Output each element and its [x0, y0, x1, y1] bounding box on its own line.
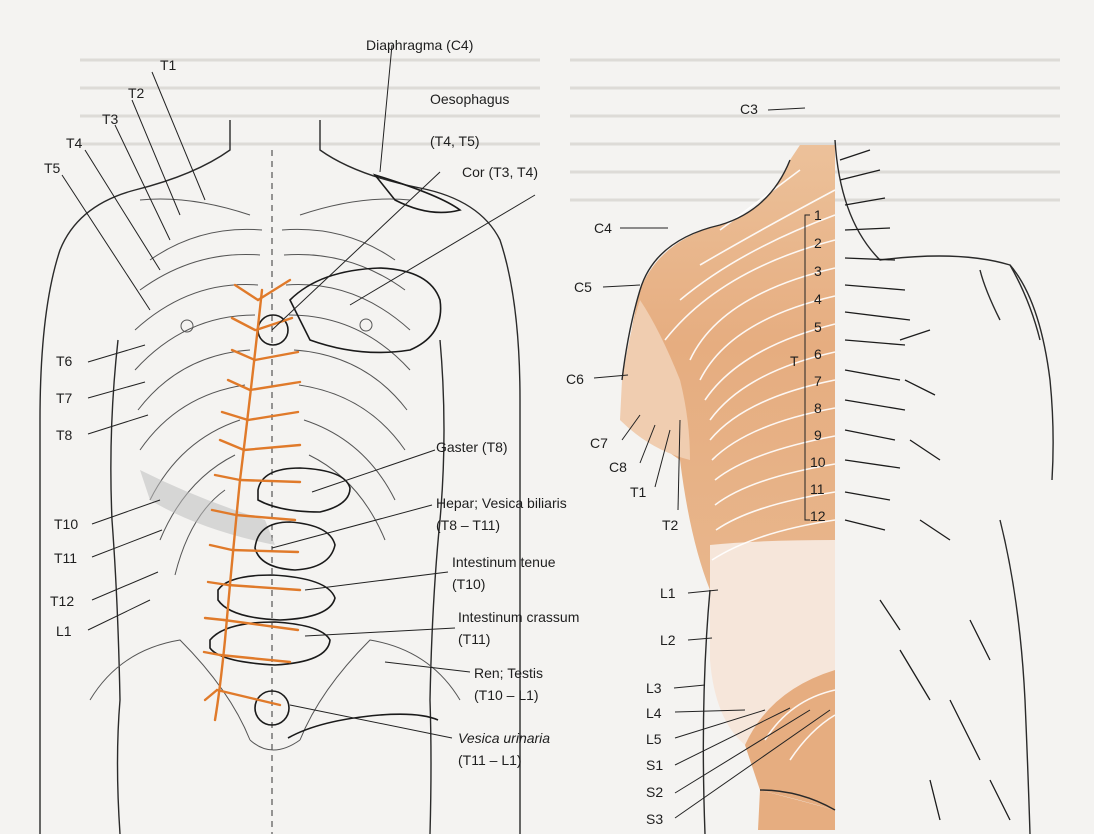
label-l4-back: L4	[646, 705, 662, 721]
thoracic-number: 7	[814, 373, 822, 389]
back-nerve-strokes	[840, 150, 1010, 820]
thoracic-number: 3	[814, 263, 822, 279]
label-ren: Ren; Testis	[474, 665, 543, 681]
label-c5: C5	[574, 279, 592, 295]
label-c6: C6	[566, 371, 584, 387]
label-l3-back: L3	[646, 680, 662, 696]
label-diaphragma: Diaphragma (C4)	[366, 37, 473, 53]
thoracic-number: 4	[814, 291, 822, 307]
background-page-text	[80, 60, 1060, 200]
label-s3-back: S3	[646, 811, 663, 827]
label-l1-back: L1	[660, 585, 676, 601]
thoracic-number: 6	[814, 346, 822, 362]
thoracic-number: 2	[814, 235, 822, 251]
heart-zone	[290, 268, 441, 352]
label-hepar-seg: (T8 – T11)	[436, 517, 500, 533]
label-t11: T11	[54, 550, 77, 566]
label-t-brace: T	[790, 353, 799, 369]
label-l1: L1	[56, 623, 72, 639]
label-t6: T6	[56, 353, 73, 369]
label-c7: C7	[590, 435, 608, 451]
large-intestine-zone	[210, 622, 330, 665]
label-t1-back: T1	[630, 484, 647, 500]
label-int-tenue-seg: (T10)	[452, 576, 485, 592]
visceral-nerves	[204, 280, 300, 720]
thoracic-number: 9	[814, 427, 822, 443]
thoracic-number: 11	[810, 481, 825, 497]
label-int-crassum: Intestinum crassum	[458, 609, 579, 625]
thoracic-number: 10	[810, 454, 826, 470]
label-t1: T1	[160, 57, 177, 73]
label-s2-back: S2	[646, 784, 663, 800]
label-l5-back: L5	[646, 731, 662, 747]
label-t10: T10	[54, 516, 78, 532]
thoracic-number: 8	[814, 400, 822, 416]
label-cor: Cor (T3, T4)	[462, 164, 538, 180]
label-oesophagus-seg: (T4, T5)	[430, 133, 480, 149]
label-t2-back: T2	[662, 517, 679, 533]
label-hepar: Hepar; Vesica biliaris	[436, 495, 567, 511]
label-gaster: Gaster (T8)	[436, 439, 508, 455]
label-c3: C3	[740, 101, 758, 117]
front-torso	[40, 120, 520, 834]
label-vesica: Vesica urinaria	[458, 730, 550, 746]
organs	[210, 175, 460, 738]
label-t5: T5	[44, 160, 61, 176]
thoracic-number: 1	[814, 207, 822, 223]
label-c8: C8	[609, 459, 627, 475]
bladder-circle	[255, 691, 289, 725]
ribs-right	[282, 229, 410, 540]
thoracic-number: 12	[810, 508, 826, 524]
label-t2: T2	[128, 85, 145, 101]
label-c4: C4	[594, 220, 612, 236]
label-ren-seg: (T10 – L1)	[474, 687, 539, 703]
small-intestine-zone	[218, 575, 335, 620]
thoracic-number: 5	[814, 319, 822, 335]
label-vesica-seg: (T11 – L1)	[458, 752, 522, 768]
label-t3: T3	[102, 111, 119, 127]
label-int-tenue: Intestinum tenue	[452, 554, 556, 570]
label-t7: T7	[56, 390, 73, 406]
label-s1-back: S1	[646, 757, 663, 773]
label-t4: T4	[66, 135, 83, 151]
label-l2-back: L2	[660, 632, 676, 648]
label-oesophagus: Oesophagus	[430, 91, 509, 107]
label-t12: T12	[50, 593, 74, 609]
back-view	[620, 140, 1053, 834]
label-t8: T8	[56, 427, 73, 443]
label-int-crassum-seg: (T11)	[458, 631, 490, 647]
